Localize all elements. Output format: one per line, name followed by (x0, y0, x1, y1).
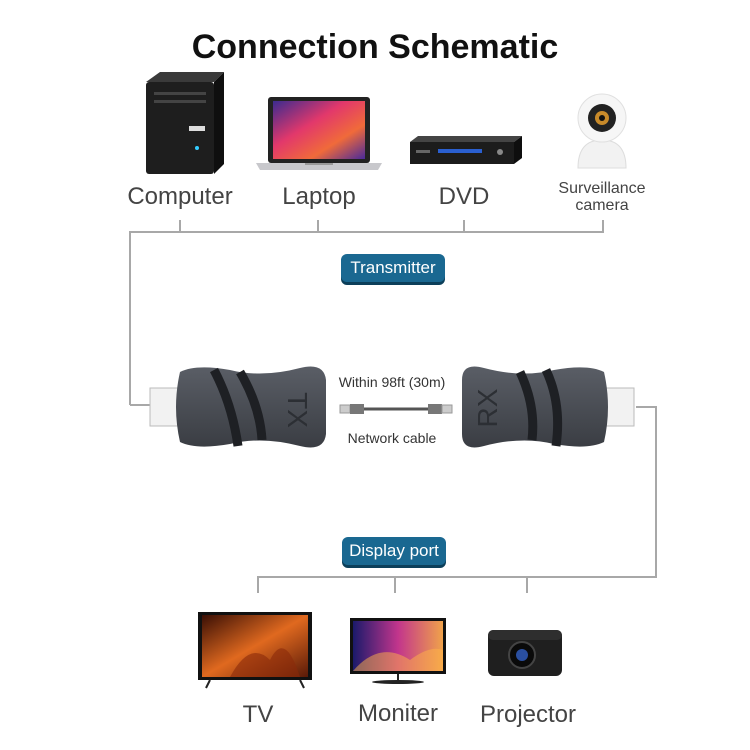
output-label-tv: TV (242, 701, 274, 728)
monitor-icon (350, 618, 446, 684)
distance-label: Within 98ft (30m) (338, 374, 446, 390)
rx-label: RX (472, 388, 503, 428)
source-label-dvd: DVD (438, 183, 490, 210)
tv-icon (198, 612, 312, 689)
source-label-camera-line1: Surveillance (558, 180, 646, 197)
output-label-monitor: Moniter (357, 700, 439, 727)
transmitter-badge: Transmitter (341, 254, 445, 282)
dvd-player-icon (410, 136, 522, 164)
laptop-icon (256, 97, 382, 170)
source-label-camera-line2: camera (575, 197, 629, 214)
rx-adapter (462, 366, 635, 448)
projector-icon (488, 630, 562, 676)
tx-adapter (149, 366, 326, 448)
cable-label: Network cable (347, 430, 437, 446)
surveillance-camera-icon (577, 93, 627, 169)
network-cable-icon (339, 404, 453, 414)
source-label-camera: Surveillance camera (532, 180, 672, 214)
output-label-projector: Projector (479, 701, 577, 728)
output-connection-lines (257, 406, 657, 593)
display-port-badge: Display port (342, 537, 446, 565)
computer-tower-icon (146, 72, 224, 174)
page-title: Connection Schematic (191, 28, 559, 66)
source-label-laptop: Laptop (282, 183, 356, 210)
tx-label: TX (282, 392, 313, 428)
source-label-computer: Computer (127, 183, 233, 210)
